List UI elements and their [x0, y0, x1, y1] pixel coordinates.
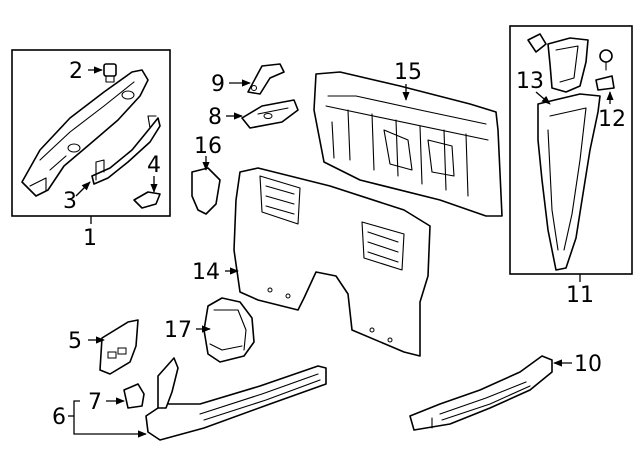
part-bracket-9[interactable] — [247, 63, 285, 95]
part-cover-17[interactable] — [203, 297, 255, 363]
part-back-panel-15[interactable] — [313, 71, 503, 217]
callout-2: 2 — [69, 59, 83, 84]
callout-14: 14 — [192, 260, 220, 285]
callout-5: 5 — [68, 329, 82, 354]
callout-15: 15 — [394, 60, 422, 85]
part-grab-handle[interactable] — [21, 69, 149, 197]
part-sill-plate-10[interactable] — [409, 355, 553, 431]
part-handle-3[interactable] — [91, 115, 161, 185]
part-bracket-5[interactable] — [99, 319, 139, 375]
group-box-11 — [509, 25, 633, 275]
callouts: 2 3 4 1 9 8 16 15 13 12 11 14 17 5 7 6 1… — [52, 59, 626, 430]
part-sill-plate-6[interactable] — [145, 357, 327, 441]
callout-16: 16 — [194, 134, 222, 159]
callout-10: 10 — [574, 352, 602, 377]
callout-3: 3 — [63, 189, 77, 214]
part-rear-panel-14[interactable] — [233, 167, 431, 357]
part-cover-4[interactable] — [133, 191, 161, 209]
part-bracket-8[interactable] — [241, 99, 299, 129]
leader-lines — [68, 66, 614, 438]
part-pillar-trim-11[interactable] — [537, 93, 601, 271]
callout-11: 11 — [566, 283, 594, 308]
part-clip-2[interactable] — [103, 63, 117, 83]
part-clip-12[interactable] — [595, 75, 615, 91]
part-small-bracket[interactable] — [527, 33, 547, 53]
part-upper-trim[interactable] — [547, 37, 589, 93]
part-panel-16[interactable] — [191, 167, 221, 215]
callout-8: 8 — [208, 105, 222, 130]
callout-17: 17 — [164, 318, 192, 343]
callout-7: 7 — [88, 390, 102, 415]
callout-13: 13 — [516, 69, 544, 94]
callout-9: 9 — [211, 72, 225, 97]
part-clip-7[interactable] — [123, 383, 145, 409]
callout-1: 1 — [83, 226, 97, 251]
callout-4: 4 — [147, 153, 161, 178]
part-screw[interactable] — [599, 49, 613, 71]
callout-6: 6 — [52, 405, 66, 430]
callout-12: 12 — [598, 107, 626, 132]
